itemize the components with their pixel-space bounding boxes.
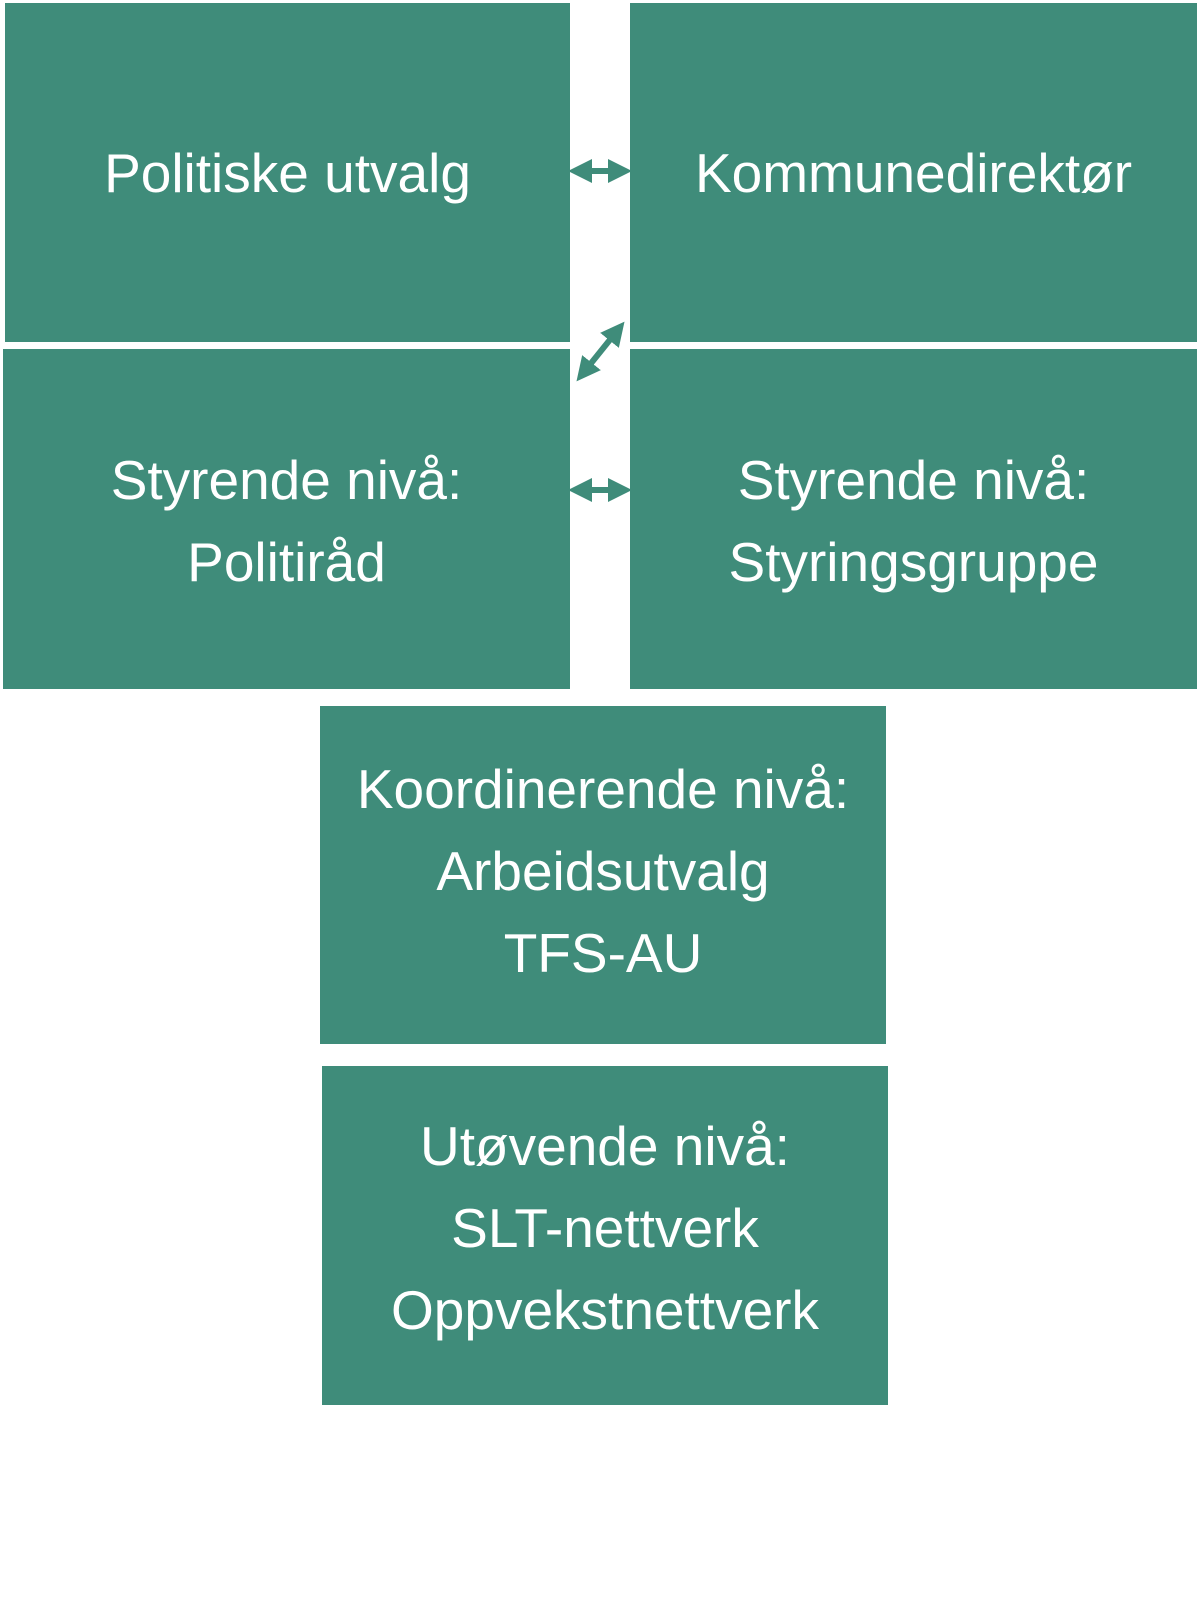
box-line: Styringsgruppe bbox=[728, 531, 1099, 593]
box-line: SLT-nettverk bbox=[451, 1197, 759, 1259]
box-label: Styrende nivå: Politiråd bbox=[3, 439, 570, 603]
box-line: TFS-AU bbox=[503, 922, 703, 984]
box-label: Styrende nivå: Styringsgruppe bbox=[630, 439, 1197, 603]
box-line: Styrende nivå: bbox=[737, 449, 1090, 511]
box-kommunedirektor: Kommunedirektør bbox=[630, 3, 1197, 342]
box-label: Utøvende nivå: SLT-nettverk Oppvekstnett… bbox=[322, 1105, 888, 1351]
box-line: Utøvende nivå: bbox=[420, 1115, 790, 1177]
box-koordinerende-niva: Koordinerende nivå: Arbeidsutvalg TFS-AU bbox=[320, 706, 886, 1044]
connector-arrow-politirad-kommune bbox=[576, 321, 625, 382]
box-label: Koordinerende nivå: Arbeidsutvalg TFS-AU bbox=[320, 748, 886, 994]
box-utovende-niva: Utøvende nivå: SLT-nettverk Oppvekstnett… bbox=[322, 1066, 888, 1405]
box-label: Politiske utvalg bbox=[5, 132, 570, 214]
box-line: Arbeidsutvalg bbox=[436, 840, 770, 902]
box-styrende-styringsgruppe: Styrende nivå: Styringsgruppe bbox=[630, 349, 1197, 689]
box-line: Koordinerende nivå: bbox=[356, 758, 850, 820]
box-line: Styrende nivå: bbox=[110, 449, 463, 511]
box-line: Politiråd bbox=[187, 531, 386, 593]
box-line: Politiske utvalg bbox=[104, 142, 471, 204]
box-line: Kommunedirektør bbox=[694, 142, 1133, 204]
box-line: Oppvekstnettverk bbox=[391, 1279, 819, 1341]
box-politiske-utvalg: Politiske utvalg bbox=[5, 3, 570, 342]
box-styrende-politirad: Styrende nivå: Politiråd bbox=[3, 349, 570, 689]
box-label: Kommunedirektør bbox=[630, 132, 1197, 214]
